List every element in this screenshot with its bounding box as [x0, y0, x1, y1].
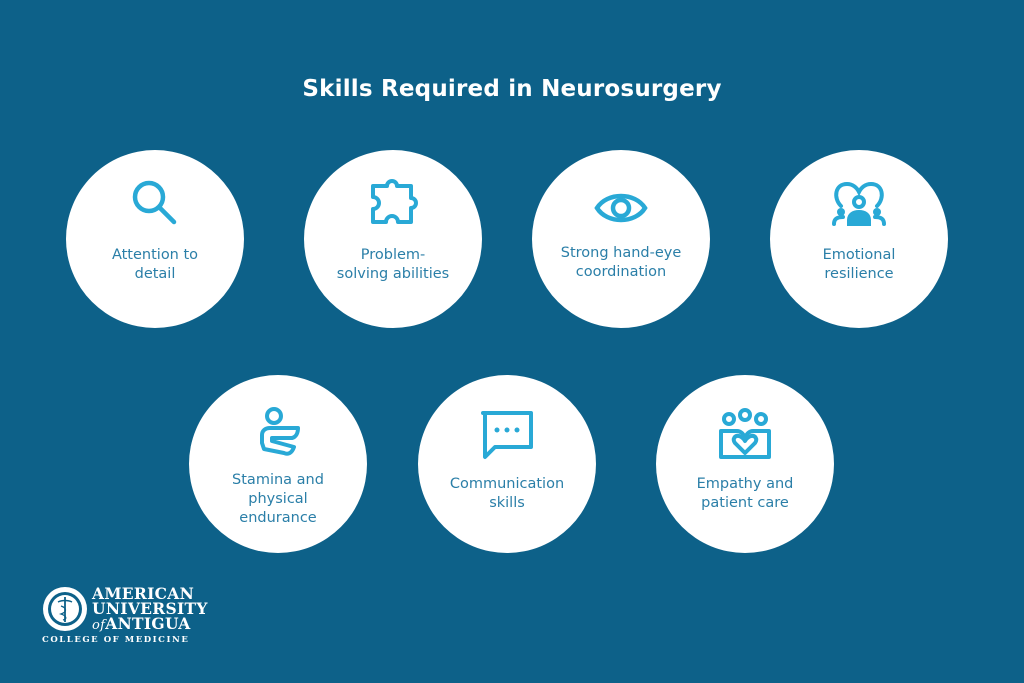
auc-logo: AMERICAN UNIVERSITY ofANTIGUA COLLEGE OF… — [42, 586, 207, 646]
eye-icon — [593, 180, 649, 236]
skill-communication: Communication skills — [418, 375, 596, 553]
page-title: Skills Required in Neurosurgery — [302, 76, 722, 102]
skill-label: Problem- solving abilities — [336, 247, 450, 282]
skill-stamina-endurance: Stamina and physical endurance — [189, 375, 367, 553]
university-seal-icon — [42, 586, 88, 632]
logo-line-of: of — [92, 618, 106, 633]
skill-label: Stamina and physical endurance — [232, 472, 324, 526]
skill-label: Communication skills — [449, 476, 565, 511]
skill-attention-to-detail: Attention to detail — [66, 150, 244, 328]
speech-bubble-icon — [479, 409, 535, 465]
skill-empathy-patient-care: Empathy and patient care — [656, 375, 834, 553]
skill-label: Strong hand-eye coordination — [560, 245, 682, 280]
magnifying-glass-icon — [127, 176, 183, 232]
logo-college-of-medicine: COLLEGE OF MEDICINE — [42, 635, 190, 645]
logo-line-university: UNIVERSITY — [92, 599, 208, 618]
skill-problem-solving: Problem- solving abilities — [304, 150, 482, 328]
person-stamina-icon — [250, 405, 306, 461]
skill-hand-eye-coordination: Strong hand-eye coordination — [532, 150, 710, 328]
puzzle-piece-icon — [365, 176, 421, 232]
people-heart-icon — [717, 407, 773, 463]
skill-label: Emotional resilience — [822, 247, 896, 282]
skill-emotional-resilience: Emotional resilience — [770, 150, 948, 328]
logo-line-antigua: ANTIGUA — [105, 614, 191, 633]
logo-line-american: AMERICAN — [92, 584, 195, 603]
skill-label: Attention to detail — [111, 247, 199, 282]
university-wordmark: AMERICAN UNIVERSITY ofANTIGUA — [92, 586, 208, 633]
skill-label: Empathy and patient care — [696, 476, 794, 511]
heart-group-icon — [831, 176, 887, 232]
